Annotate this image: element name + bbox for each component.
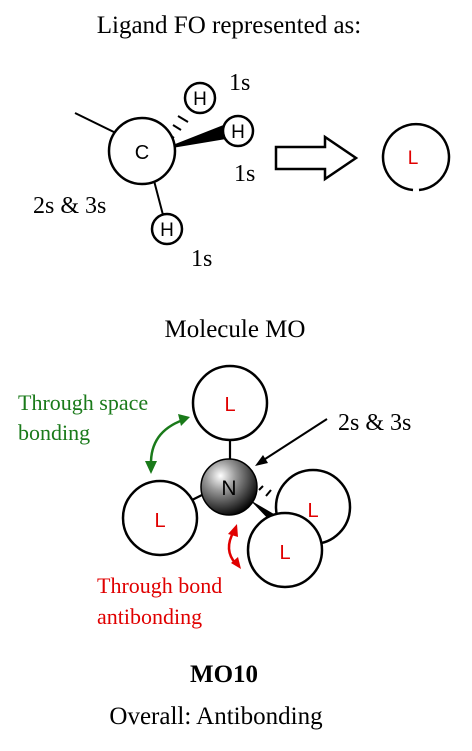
orbital-label-right: 1s [234, 161, 255, 187]
ligand-left-label: L [154, 510, 165, 532]
ligand-symbol-label: L [408, 148, 419, 169]
through-space-double-arrow-icon [145, 414, 190, 474]
nitrogen-sphere [200, 458, 258, 516]
through-bond-line1: Through bond [97, 573, 222, 598]
ligand-back-right-label: L [307, 500, 318, 522]
through-space-line1: Through space [18, 390, 148, 415]
molecule-mo-title: Molecule MO [165, 316, 306, 343]
hydrogen-right [221, 114, 255, 148]
through-bond-double-arrow-icon [227, 524, 241, 569]
hydrogen-upper-label: H [193, 89, 207, 110]
hydrogen-upper [183, 81, 217, 115]
wedge-bond-right [160, 124, 232, 150]
orbital-label-upper: 1s [229, 70, 250, 96]
ligand-front-right [246, 511, 324, 589]
hydrogen-right-label: H [231, 122, 245, 143]
nitrogen-label: N [221, 477, 236, 500]
ligand-symbol [381, 122, 451, 192]
through-bond-line2: antibonding [97, 604, 202, 629]
nitrogen-orbitals-label: 2s & 3s [338, 410, 411, 436]
ligand-top-label: L [224, 394, 235, 416]
hydrogen-lower-label: H [160, 220, 174, 241]
carbon-orbital [107, 116, 177, 186]
carbon-orbitals-label: 2s & 3s [33, 193, 106, 219]
ligand-fo-title: Ligand FO represented as: [97, 12, 362, 39]
ligand-left [121, 479, 199, 557]
mo-name: MO10 [190, 661, 258, 688]
through-space-line2: bonding [18, 420, 90, 445]
hydrogen-lower [150, 212, 184, 246]
ligand-front-right-label: L [279, 542, 290, 564]
pointer-arrow-icon [255, 418, 328, 466]
overall-character: Overall: Antibonding [109, 703, 323, 730]
orbital-label-lower: 1s [191, 246, 212, 272]
hollow-arrow-icon [274, 134, 359, 182]
carbon-label: C [135, 142, 149, 164]
